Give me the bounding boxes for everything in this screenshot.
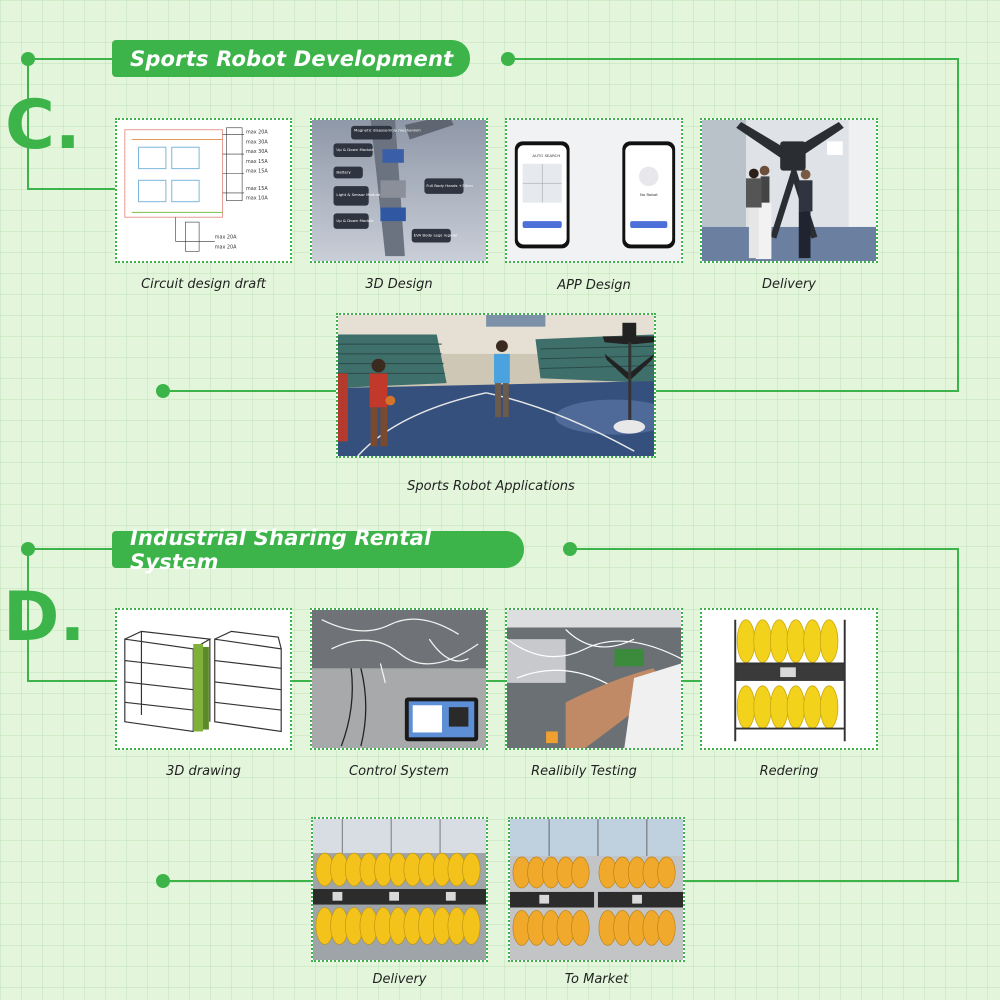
sports-robot-application-image [336,313,656,458]
connector-dot [156,384,170,398]
connector-line [27,188,115,190]
step-caption: 3D drawing [166,764,241,779]
buoy-delivery-image [311,817,488,962]
design-label: Full Body Hands +30cm [426,183,473,188]
robot-delivery-image [700,118,878,263]
connector-line [28,58,114,60]
circuit-label: max 30A [246,139,268,145]
connector-line [685,880,959,882]
final-step-caption: Delivery [372,972,427,987]
step-caption: 3D Design [365,277,433,292]
connector-line [957,58,959,392]
3d-drawing-image [115,608,292,750]
circuit-label: max 15A [246,159,268,165]
to-market-image [508,817,685,962]
section-c-letter: C. [5,86,81,165]
design-label: Up & Down Module [336,147,374,152]
connector-line [508,58,959,60]
design-label: Up & Down Module [336,218,374,223]
circuit-design-image: max 20A max 30A max 30A max 15A max 15A … [115,118,292,263]
design-label: EVA Body Legs regular [414,233,458,238]
step-caption: APP Design [557,278,631,293]
connector-line [27,58,29,190]
step-caption: Circuit design draft [141,277,266,292]
application-caption: Sports Robot Applications [407,479,575,494]
circuit-label: max 15A [246,169,268,175]
3d-design-image: Magnetic disassembly mechanism Up & Down… [310,118,488,263]
design-label: Light & Sensor Module [336,192,380,197]
circuit-label: max 30A [246,149,268,155]
rendering-image [700,608,878,750]
circuit-label: max 15A [246,186,268,192]
section-d-title: Industrial Sharing Rental System [112,526,524,574]
connector-line [28,548,114,550]
control-system-image [310,608,488,750]
connector-line [163,880,311,882]
connector-line [683,680,703,682]
connector-line [163,390,337,392]
connector-line [957,548,959,882]
section-d-letter: D. [3,578,86,657]
design-label: Battery [336,169,351,174]
circuit-label: max 20A [215,244,237,250]
app-text: AUTO SEARCH [532,153,560,158]
connector-line [27,548,29,682]
circuit-label: max 10A [246,196,268,202]
circuit-label: max 20A [246,130,268,136]
step-caption: Redering [759,764,819,779]
connector-line [655,390,959,392]
final-step-caption: To Market [564,972,629,987]
section-c-title: Sports Robot Development [112,40,470,77]
connector-line [488,680,508,682]
design-label: Magnetic disassembly mechanism [354,128,421,133]
connector-line [292,680,312,682]
connector-dot [156,874,170,888]
step-caption: Control System [349,764,449,779]
app-design-image: AUTO SEARCH No Robot [505,118,683,263]
step-caption: Realibily Testing [531,764,637,779]
circuit-label: max 20A [215,235,237,241]
app-text: No Robot [640,192,658,197]
connector-line [27,680,115,682]
connector-line [570,548,959,550]
step-caption: Delivery [762,277,816,292]
reliability-testing-image [505,608,683,750]
